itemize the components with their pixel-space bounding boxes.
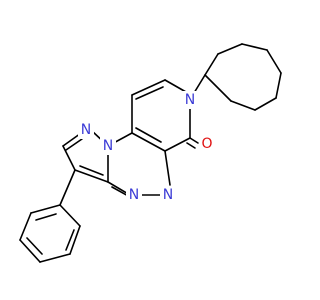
bond-ph-4-double bbox=[26, 237, 43, 255]
atom-label-n-triazine-2: N bbox=[160, 186, 176, 204]
bond-ch-c3 bbox=[62, 145, 76, 171]
atom-label-n-pyrazole-2: N bbox=[100, 137, 116, 155]
bond-cyc-6 bbox=[254, 97, 277, 111]
bond-ph-6-double bbox=[35, 213, 57, 221]
n-pyridone-label: N bbox=[185, 92, 195, 108]
atom-label-oxygen: O bbox=[199, 135, 215, 153]
n-pyrazole-2-label: N bbox=[103, 138, 113, 154]
bond-c-co bbox=[164, 137, 191, 152]
bond-ph-6 bbox=[30, 204, 61, 214]
bond-cyc-3 bbox=[241, 43, 268, 51]
bond-c3-phenyl bbox=[59, 169, 76, 206]
bond-n-ch bbox=[164, 79, 187, 93]
bond-cyc-4 bbox=[266, 49, 282, 74]
molecule-structure: N N N N N O bbox=[19, 43, 282, 263]
bond-n-ch-double bbox=[65, 138, 83, 151]
phenyl-ring bbox=[19, 204, 81, 263]
bond-cyc-2 bbox=[217, 43, 243, 55]
cycloheptyl-ring bbox=[204, 43, 282, 111]
bond-c3-c3a bbox=[74, 169, 109, 183]
bond-ph-2-double bbox=[65, 229, 75, 251]
bond-c-n-triazine bbox=[164, 150, 171, 186]
atom-label-n-triazine-1: N bbox=[126, 186, 142, 204]
atom-label-n-pyrazole-1: N bbox=[78, 121, 94, 139]
bond-cyc-1 bbox=[204, 53, 219, 76]
pyridone-ring bbox=[131, 79, 191, 152]
bond-carbonyl-1 bbox=[189, 137, 199, 144]
bond-ch-ch bbox=[131, 79, 166, 96]
bond-carbonyl-2 bbox=[186, 142, 196, 149]
bond-c3-c3a-double bbox=[79, 165, 104, 176]
n-triazine-2-label: N bbox=[163, 187, 173, 203]
bond-ph-1 bbox=[59, 204, 81, 227]
bond-c-c bbox=[131, 132, 166, 152]
bond-c-c-double bbox=[135, 127, 162, 143]
n-triazine-1-label: N bbox=[129, 187, 139, 203]
bond-n-cycloheptyl bbox=[193, 74, 206, 94]
molecule-diagram: N N N N N O bbox=[19, 43, 282, 263]
n-pyrazole-1-label: N bbox=[81, 122, 91, 138]
oxygen-label: O bbox=[201, 136, 212, 152]
bond-cyc-7 bbox=[230, 100, 256, 111]
bond-ph-3 bbox=[39, 253, 71, 263]
bond-cyc-8 bbox=[204, 74, 232, 102]
bond-ph-5 bbox=[19, 212, 32, 241]
bond-ch-ch-double bbox=[135, 86, 164, 100]
bond-cyc-5 bbox=[275, 72, 282, 99]
bond-ph-4 bbox=[19, 239, 41, 263]
atom-label-n-pyridone: N bbox=[181, 91, 197, 109]
bond-ph-2 bbox=[69, 225, 81, 255]
